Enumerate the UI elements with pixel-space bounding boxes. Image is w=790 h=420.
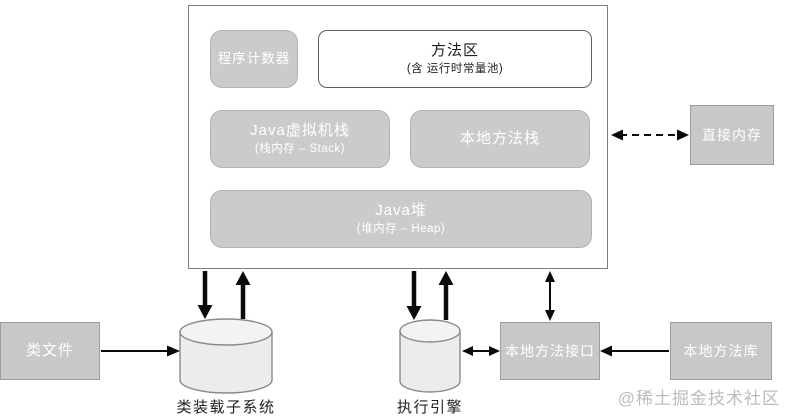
java-heap-sublabel: (堆内存 – Heap) bbox=[356, 222, 446, 235]
arrow-library-to-interface bbox=[600, 345, 669, 357]
execution-engine-label: 执行引擎 bbox=[396, 399, 463, 416]
native-interface-label: 本地方法接口 bbox=[505, 342, 595, 359]
arrow-engine-interface-bidirectional bbox=[462, 346, 500, 356]
class-file-box: 类文件 bbox=[0, 322, 100, 380]
program-counter-box: 程序计数器 bbox=[210, 30, 298, 88]
arrow-runtime-to-classloader-down bbox=[197, 271, 213, 319]
native-library-label: 本地方法库 bbox=[683, 342, 759, 359]
watermark: @稀土掘金技术社区 bbox=[617, 389, 780, 408]
arrow-engine-to-runtime-up bbox=[438, 271, 454, 320]
jvm-stack-box: Java虚拟机栈 (栈内存 – Stack) bbox=[210, 110, 390, 168]
jvm-stack-sublabel: (栈内存 – Stack) bbox=[254, 142, 346, 155]
method-area-sublabel: (含 运行时常量池) bbox=[406, 62, 504, 75]
arrow-classfile-to-classloader bbox=[101, 345, 180, 357]
native-interface-box: 本地方法接口 bbox=[500, 322, 600, 380]
native-method-stack-box: 本地方法栈 bbox=[410, 110, 590, 168]
jvm-stack-label: Java虚拟机栈 bbox=[250, 121, 350, 139]
direct-memory-label: 直接内存 bbox=[702, 126, 762, 143]
arrow-direct-memory-dashed bbox=[611, 129, 689, 141]
arrow-classloader-to-runtime-up bbox=[235, 271, 251, 319]
class-file-label: 类文件 bbox=[25, 342, 74, 359]
direct-memory-box: 直接内存 bbox=[690, 105, 774, 165]
class-loader-label: 类装载子系统 bbox=[176, 399, 276, 416]
native-library-box: 本地方法库 bbox=[670, 322, 772, 380]
arrow-runtime-interface-bidirectional bbox=[545, 271, 555, 321]
java-heap-label: Java堆 bbox=[375, 201, 427, 219]
execution-engine-cylinder bbox=[399, 319, 461, 393]
method-area-box: 方法区 (含 运行时常量池) bbox=[318, 30, 592, 88]
program-counter-label: 程序计数器 bbox=[217, 50, 291, 66]
native-method-stack-label: 本地方法栈 bbox=[459, 130, 540, 147]
arrow-runtime-to-engine-down bbox=[406, 271, 422, 320]
java-heap-box: Java堆 (堆内存 – Heap) bbox=[210, 190, 592, 248]
class-loader-cylinder bbox=[179, 318, 273, 394]
method-area-label: 方法区 bbox=[430, 41, 479, 59]
